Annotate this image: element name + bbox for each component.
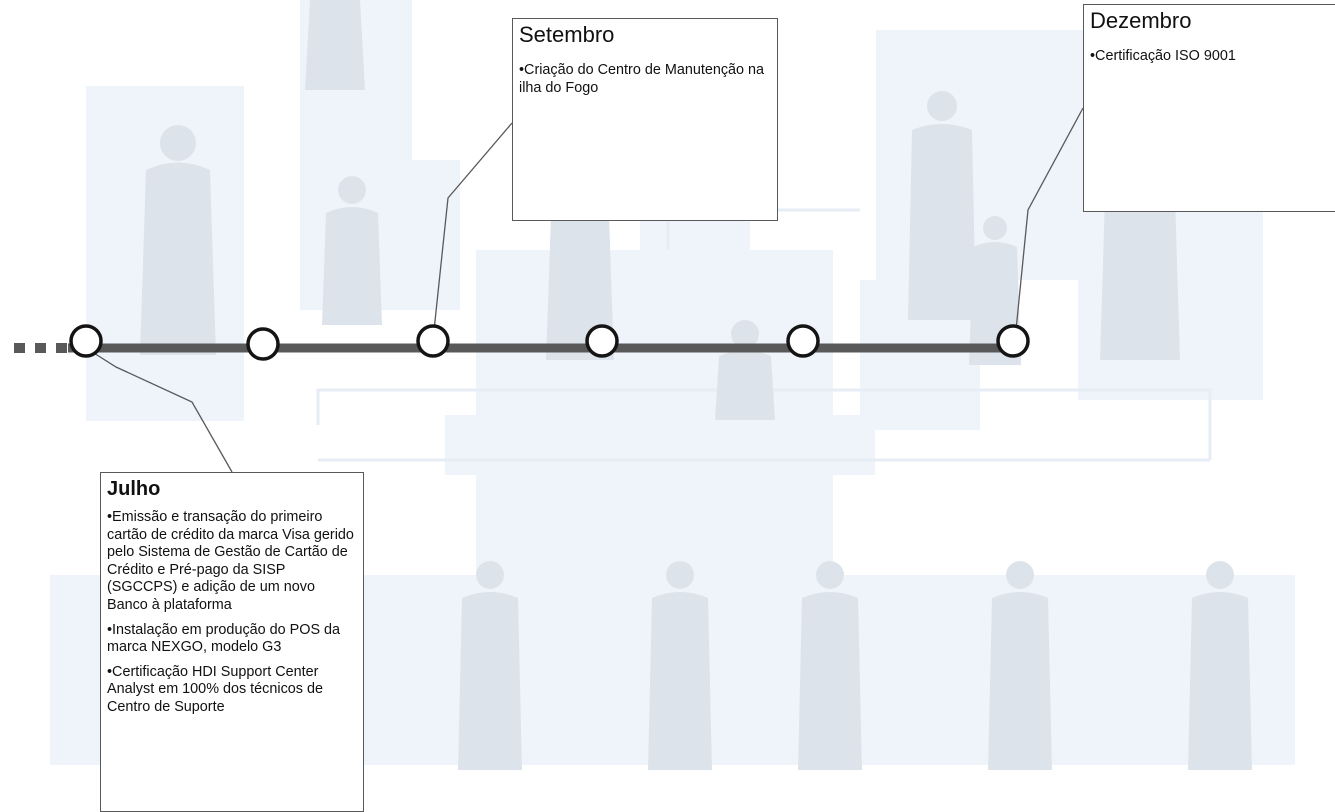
connector-dezembro xyxy=(1014,107,1084,341)
milestone-marker xyxy=(786,324,820,358)
event-item: Emissão e transação do primeiro cartão d… xyxy=(107,509,357,615)
event-title: Julho xyxy=(107,478,161,500)
event-list: Criação do Centro de Manutenção na ilha … xyxy=(519,62,771,97)
event-item: Instalação em produção do POS da marca N… xyxy=(107,622,357,657)
milestone-marker xyxy=(246,327,280,361)
event-box-julho: Julho Emissão e transação do primeiro ca… xyxy=(100,472,364,812)
event-title: Dezembro xyxy=(1090,8,1192,33)
timeline-dashed-start xyxy=(14,343,67,353)
connector-julho xyxy=(85,347,233,473)
event-item: Certificação ISO 9001 xyxy=(1090,48,1335,66)
event-list: Certificação ISO 9001 xyxy=(1090,48,1335,66)
milestone-setembro-marker xyxy=(416,324,450,358)
event-item: Certificação HDI Support Center Analyst … xyxy=(107,664,357,717)
connector-setembro xyxy=(432,122,513,341)
event-title: Setembro xyxy=(519,22,615,47)
milestone-julho-marker xyxy=(69,324,103,358)
milestone-dezembro-marker xyxy=(996,324,1030,358)
event-box-setembro: Setembro Criação do Centro de Manutenção… xyxy=(512,18,778,221)
milestone-marker xyxy=(585,324,619,358)
event-list: Emissão e transação do primeiro cartão d… xyxy=(107,509,357,717)
event-box-dezembro: Dezembro Certificação ISO 9001 xyxy=(1083,4,1335,212)
event-item: Criação do Centro de Manutenção na ilha … xyxy=(519,62,771,97)
